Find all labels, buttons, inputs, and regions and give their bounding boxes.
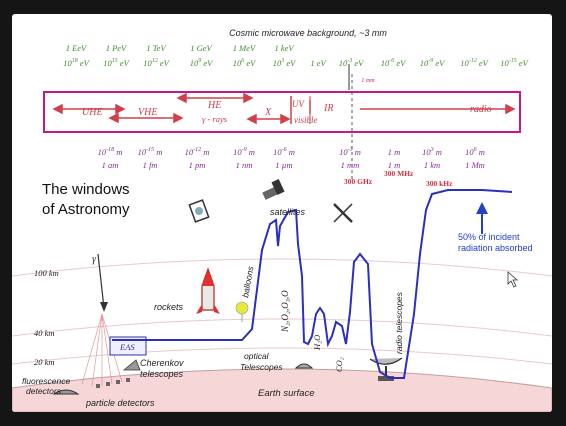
balloon-icon <box>235 301 249 322</box>
eas-box <box>109 336 147 356</box>
energy-top-label: 1 GeV <box>190 43 213 53</box>
energy-power-label: 10-15 eV <box>500 58 529 68</box>
eas-label: EAS <box>119 342 135 352</box>
energy-top-label: 1 EeV <box>66 43 88 53</box>
gamma-label: γ <box>92 254 97 265</box>
energy-power-label: 10-3 eV <box>339 58 365 68</box>
energy-power-label: 10-9 eV <box>420 58 446 68</box>
energy-power-label: 10-12 eV <box>460 58 489 68</box>
satellites-label: satellites <box>270 207 306 217</box>
band-ir: IR <box>323 103 333 114</box>
wavelength-name: 1 pm <box>189 160 206 170</box>
energy-top-label: 1 PeV <box>106 43 128 53</box>
one-mm-tag: 1 mm <box>361 78 375 84</box>
wavelength-power-label: 103 m <box>422 147 442 157</box>
satellite-icon-center <box>262 178 285 200</box>
wavelength-name: 1 km <box>424 160 440 170</box>
earth-surface-label: Earth surface <box>258 388 315 399</box>
frequency-label: 300 GHz <box>344 177 373 186</box>
energy-top-label: 1 keV <box>274 43 295 53</box>
wavelength-power-label: 10-12 m <box>185 147 210 157</box>
radio-telescopes-label: radio telescopes <box>394 291 404 354</box>
cherenkov-label-1: Cherenkov <box>140 358 184 368</box>
band-uv: UV <box>292 99 305 109</box>
wavelength-name: 1 Mm <box>465 160 485 170</box>
fluorescence-detector-icon <box>52 389 80 395</box>
rocket-icon <box>196 267 220 314</box>
energy-top-label: 1 TeV <box>146 43 167 53</box>
wavelength-name: 1 fm <box>143 160 158 170</box>
wavelength-power-label: 10-15 m <box>138 147 163 157</box>
band-radio: radio <box>470 104 492 115</box>
co2-label: CO₂ <box>334 357 344 372</box>
cherenkov-telescope-icon <box>122 359 141 371</box>
particle-detector-icons <box>96 378 130 388</box>
energy-power-label: 103 eV <box>273 58 297 68</box>
particle-detectors-label: particle detectors <box>85 398 155 408</box>
satellite-icon-left <box>188 199 210 223</box>
frequency-label: 300 MHz <box>384 169 414 178</box>
wavelength-power-label: 106 m <box>465 147 485 157</box>
energy-power-label: 1012 eV <box>143 58 170 68</box>
wavelength-power-label: 1 m <box>388 147 401 157</box>
air-shower <box>81 313 123 387</box>
band-uhe: UHE <box>82 107 103 118</box>
band-he: HE <box>207 100 221 111</box>
title-line-1: The windows <box>42 181 130 198</box>
h2o-label: H₂O <box>312 335 322 351</box>
energy-top-label: 1 MeV <box>233 43 257 53</box>
energy-power-label: 10-6 eV <box>381 58 407 68</box>
balloons-label: balloons <box>240 265 255 299</box>
rockets-label: rockets <box>154 302 184 312</box>
altitude-arc-20km <box>12 347 552 365</box>
cherenkov-label-2: telescopes <box>140 369 184 379</box>
cmb-note: Cosmic microwave background, ~3 mm <box>229 28 387 38</box>
wavelength-power-label: 10-18 m <box>98 147 123 157</box>
fifty-percent-arrowhead <box>476 202 488 214</box>
fifty-percent-line-2: radiation absorbed <box>458 243 533 253</box>
mouse-cursor-icon <box>507 271 519 288</box>
energy-power-label: 109 eV <box>190 58 214 68</box>
energy-power-label: 106 eV <box>233 58 257 68</box>
slide-panel: Cosmic microwave background, ~3 mm 1 EeV 1… <box>12 14 552 412</box>
energy-power-label: 1015 eV <box>103 58 130 68</box>
wavelength-name: 1 mm <box>341 160 360 170</box>
frequency-label: 300 kHz <box>426 179 453 188</box>
altitude-20km: 20 km <box>34 357 55 367</box>
altitude-arc-40km <box>12 318 552 337</box>
absorbing-gases-label: N₂,O₂,O₃,O <box>280 290 290 333</box>
energy-power-label: 1018 eV <box>63 58 90 68</box>
optical-telescope-dome-icon <box>294 363 314 369</box>
title-line-2: of Astronomy <box>42 201 130 218</box>
wavelength-name: 1 nm <box>236 160 253 170</box>
wavelength-name: 1 µm <box>275 160 292 170</box>
band-visible: visible <box>294 115 318 125</box>
earth-surface-shape <box>12 368 552 412</box>
fifty-percent-line-1: 50% of incident <box>458 232 520 242</box>
wavelength-power-label: 10-6 m <box>273 147 295 157</box>
gamma-ray-line <box>97 253 105 309</box>
fluorescence-label-2: detectors <box>26 386 62 396</box>
wavelength-name: 1 am <box>102 160 119 170</box>
fluorescence-label-1: fluorescence <box>22 376 70 386</box>
optical-label-2: Telescopes <box>240 362 283 372</box>
wavelength-power-label: 10-9 m <box>233 147 255 157</box>
gamma-ray-arrowhead <box>100 302 108 312</box>
energy-power-label: 1 eV <box>310 58 327 68</box>
optical-label-1: optical <box>244 351 270 361</box>
band-arrows <box>52 92 516 125</box>
spectrum-bar <box>43 91 521 133</box>
windows-of-astronomy-diagram: Cosmic microwave background, ~3 mm 1 EeV 1… <box>12 28 552 412</box>
band-x: X <box>264 107 272 118</box>
band-vhe: VHE <box>138 107 157 118</box>
altitude-100km: 100 km <box>34 268 59 278</box>
altitude-arc-100km <box>12 258 552 277</box>
satellite-icon-right <box>333 203 353 223</box>
wavelength-name: 1 m <box>388 160 401 170</box>
band-gamma-rays: γ - rays <box>202 114 228 124</box>
atmospheric-absorption-curve <box>112 189 513 379</box>
wavelength-power-label: 10-3 m <box>339 147 361 157</box>
altitude-40km: 40 km <box>34 328 55 338</box>
